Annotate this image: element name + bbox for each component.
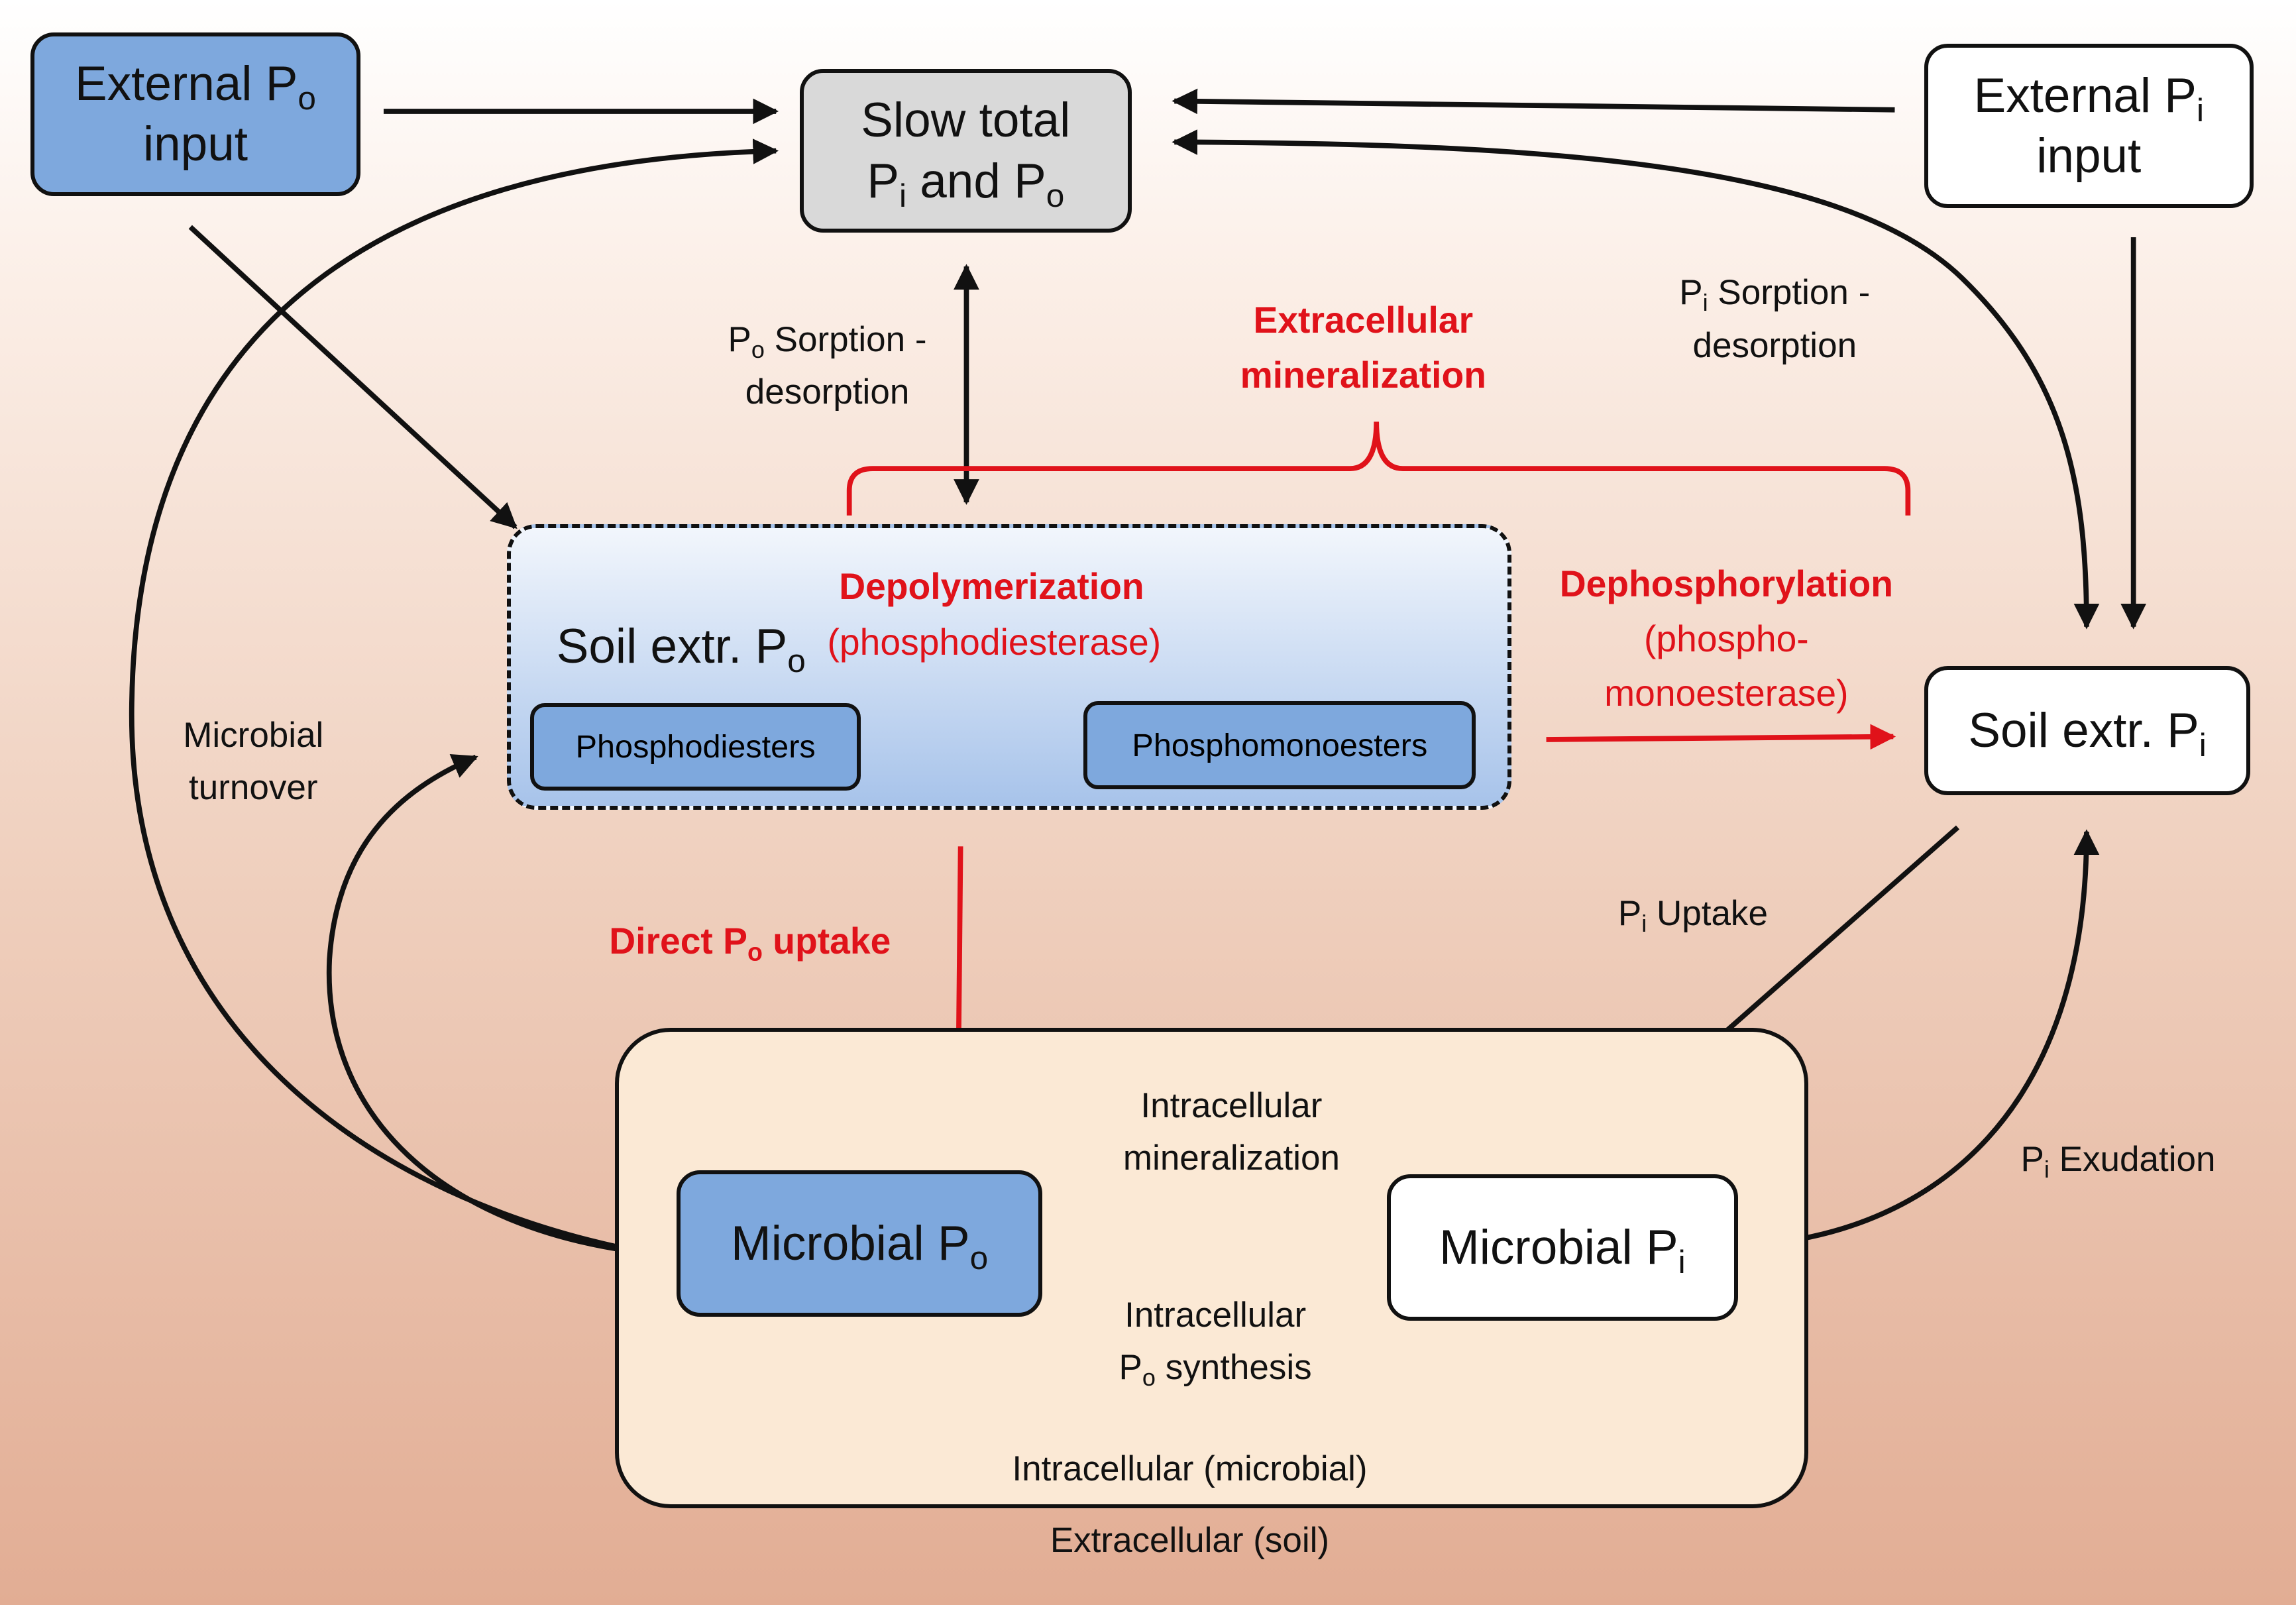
intracellular-mineralization-line2: mineralization [1122, 1138, 1340, 1178]
phosphodiesterase-text: (phosphodiesterase) [827, 622, 1162, 663]
slow-total-p: P [867, 154, 899, 208]
arrow-external-po-to-soil-po [188, 225, 518, 529]
slow-total-sub-o: o [1046, 176, 1065, 214]
direct-po-uptake-pre: Direct P [609, 920, 748, 962]
pi-uptake-p: P [1617, 894, 1642, 934]
direct-po-uptake-post: uptake [762, 920, 891, 962]
intracellular-region-text: Intracellular (microbial) [1012, 1449, 1368, 1488]
arrow-microbial-turnover-to-slow [129, 138, 779, 1256]
pi-uptake-sub: i [1641, 910, 1647, 938]
direct-po-uptake-label: Direct Po uptake [609, 914, 891, 969]
external-pi-sub: i [2196, 91, 2204, 129]
pi-uptake-post: Uptake [1647, 894, 1768, 934]
microbial-po-sub: o [969, 1239, 989, 1276]
external-pi-text: External P [1973, 68, 2197, 123]
soil-extr-po-text: Soil extr. P [556, 620, 788, 674]
po-sorption-line2: desorption [745, 372, 910, 412]
extracellular-mineralization-bracket [846, 421, 1911, 516]
extracellular-mineralization-line1: Extracellular [1253, 299, 1474, 341]
depolymerization-label: Depolymerization [839, 559, 1144, 614]
pi-exudation-sub: i [2044, 1156, 2050, 1184]
intracellular-po-synthesis-line1: Intracellular [1124, 1295, 1307, 1335]
soil-extr-po-label: Soil extr. Po [557, 610, 806, 683]
extracellular-mineralization-line2: mineralization [1240, 354, 1486, 396]
microbial-pi-text: Microbial P [1439, 1221, 1678, 1275]
slow-total-sub-i: i [899, 176, 906, 214]
pi-sorption-label: Pi Sorption - desorption [1628, 266, 1921, 372]
intracellular-region-label: Intracellular (microbial) [864, 1443, 1515, 1496]
arrow-pi-sorption-desorption [1172, 129, 2100, 630]
arrow-pi-exudation [1757, 829, 2100, 1248]
depolymerization-text: Depolymerization [839, 566, 1144, 608]
dephosphorylation-label: Dephosphorylation (phospho- monoesterase… [1537, 557, 1915, 722]
phosphodiesterase-label: (phosphodiesterase) [828, 615, 1162, 670]
intracellular-po-synthesis-label: Intracellular Po synthesis [1076, 1289, 1354, 1394]
arrow-external-pi-to-slow [1172, 88, 1895, 115]
soil-extr-pi-text: Soil extr. P [1968, 704, 2199, 758]
dephosphorylation-line1: Dephosphorylation [1559, 563, 1893, 604]
slow-total-line1: Slow total [861, 93, 1071, 148]
external-pi-input-box: External Pi input [1924, 44, 2254, 208]
intracellular-po-synthesis-post: synthesis [1155, 1348, 1312, 1388]
po-sorption-sub: o [751, 335, 765, 363]
soil-extr-po-sub: o [787, 642, 806, 680]
phosphodiesters-text: Phosphodiesters [575, 728, 816, 765]
microbial-turnover-label: Microbial turnover [144, 709, 363, 814]
po-sorption-p: P [728, 319, 751, 359]
po-sorption-label: Po Sorption - desorption [688, 313, 967, 419]
intracellular-po-synthesis-sub: o [1142, 1364, 1156, 1392]
pi-exudation-post: Exudation [2049, 1140, 2216, 1180]
po-sorption-post: Sorption - [764, 319, 927, 359]
soil-extr-pi-box: Soil extr. Pi [1924, 666, 2251, 795]
microbial-pi-box: Microbial Pi [1386, 1174, 1739, 1321]
arrow-dephosphorylation [1546, 724, 1896, 750]
microbial-po-box: Microbial Po [676, 1170, 1043, 1317]
intracellular-mineralization-label: Intracellular mineralization [1076, 1079, 1386, 1185]
phosphomonoesters-text: Phosphomonoesters [1132, 727, 1428, 763]
direct-po-uptake-sub: o [747, 938, 763, 966]
external-pi-line2: input [2036, 129, 2142, 184]
microbial-pi-sub: i [1678, 1243, 1686, 1281]
microbial-turnover-line2: turnover [189, 768, 318, 808]
slow-total-and-p: and P [906, 154, 1046, 208]
external-po-sub: o [298, 80, 316, 117]
microbial-turnover-line1: Microbial [183, 715, 324, 755]
intracellular-mineralization-line1: Intracellular [1140, 1085, 1323, 1125]
extracellular-region-text: Extracellular (soil) [1050, 1520, 1330, 1560]
external-po-text: External P [75, 57, 298, 111]
external-po-input-box: External Po input [30, 32, 360, 197]
dephosphorylation-line2: (phospho- [1643, 618, 1809, 659]
arrow-microbial-to-soil-po [326, 754, 651, 1256]
intracellular-po-synthesis-p: P [1119, 1348, 1142, 1388]
phosphodiesters-box: Phosphodiesters [529, 702, 861, 791]
pi-uptake-label: Pi Uptake [1618, 887, 1768, 940]
pi-sorption-post: Sorption - [1708, 273, 1871, 313]
pi-exudation-p: P [2020, 1140, 2044, 1180]
dephosphorylation-line3: monoesterase) [1604, 673, 1849, 714]
phosphomonoesters-box: Phosphomonoesters [1083, 701, 1476, 790]
soil-extr-pi-sub: i [2199, 726, 2207, 763]
extracellular-mineralization-label: Extracellular mineralization [1201, 293, 1526, 403]
pi-exudation-label: Pi Exudation [2021, 1133, 2216, 1186]
pi-sorption-sub: i [1702, 289, 1708, 317]
slow-total-box: Slow total Pi and Po [799, 68, 1132, 233]
pi-sorption-p: P [1679, 273, 1703, 313]
extracellular-region-label: Extracellular (soil) [937, 1514, 1442, 1567]
pi-sorption-line2: desorption [1692, 325, 1857, 365]
microbial-po-text: Microbial P [731, 1216, 970, 1270]
external-po-line2: input [142, 117, 248, 172]
